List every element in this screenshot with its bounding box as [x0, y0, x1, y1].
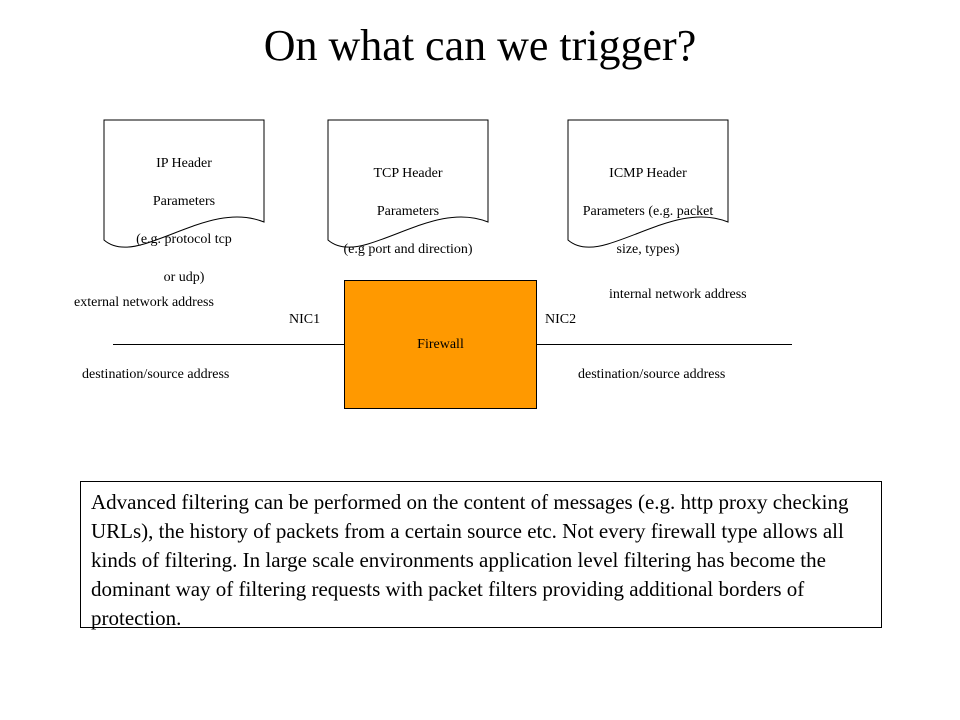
dest-source-left-label: destination/source address [82, 367, 230, 382]
document-line: Parameters [152, 194, 216, 209]
document-shape-tcp [327, 119, 489, 248]
page-title: On what can we trigger? [263, 21, 697, 70]
external-network-address-label: external network address [74, 295, 214, 310]
firewall-box [344, 280, 537, 409]
document-shape-ip [103, 119, 265, 248]
internal-network-address-label: internal network address [609, 287, 747, 302]
document-line: or udp) [163, 270, 205, 285]
document-line: IP Header [156, 156, 212, 171]
document-line: TCP Header [373, 166, 443, 181]
document-line: ICMP Header [609, 166, 687, 181]
nic2-label: NIC2 [545, 312, 577, 327]
firewall-label: Firewall [417, 337, 464, 352]
document-ip-header: IP Header Parameters (e.g. protocol tcp … [104, 135, 264, 306]
document-line: Parameters [376, 204, 440, 219]
document-line: (e.g. protocol tcp [136, 232, 232, 247]
document-line: Parameters (e.g. packet [582, 204, 714, 219]
document-shape-icmp [567, 119, 729, 248]
dest-source-right-label: destination/source address [578, 367, 726, 382]
document-line: (e.g port and direction) [343, 242, 473, 257]
document-tcp-header: TCP Header Parameters (e.g port and dire… [328, 145, 488, 278]
document-icmp-header: ICMP Header Parameters (e.g. packet size… [568, 145, 728, 278]
note-text: Advanced filtering can be performed on t… [91, 490, 849, 630]
note-box: Advanced filtering can be performed on t… [80, 481, 882, 630]
nic1-label: NIC1 [289, 312, 321, 327]
document-line: size, types) [616, 242, 680, 257]
